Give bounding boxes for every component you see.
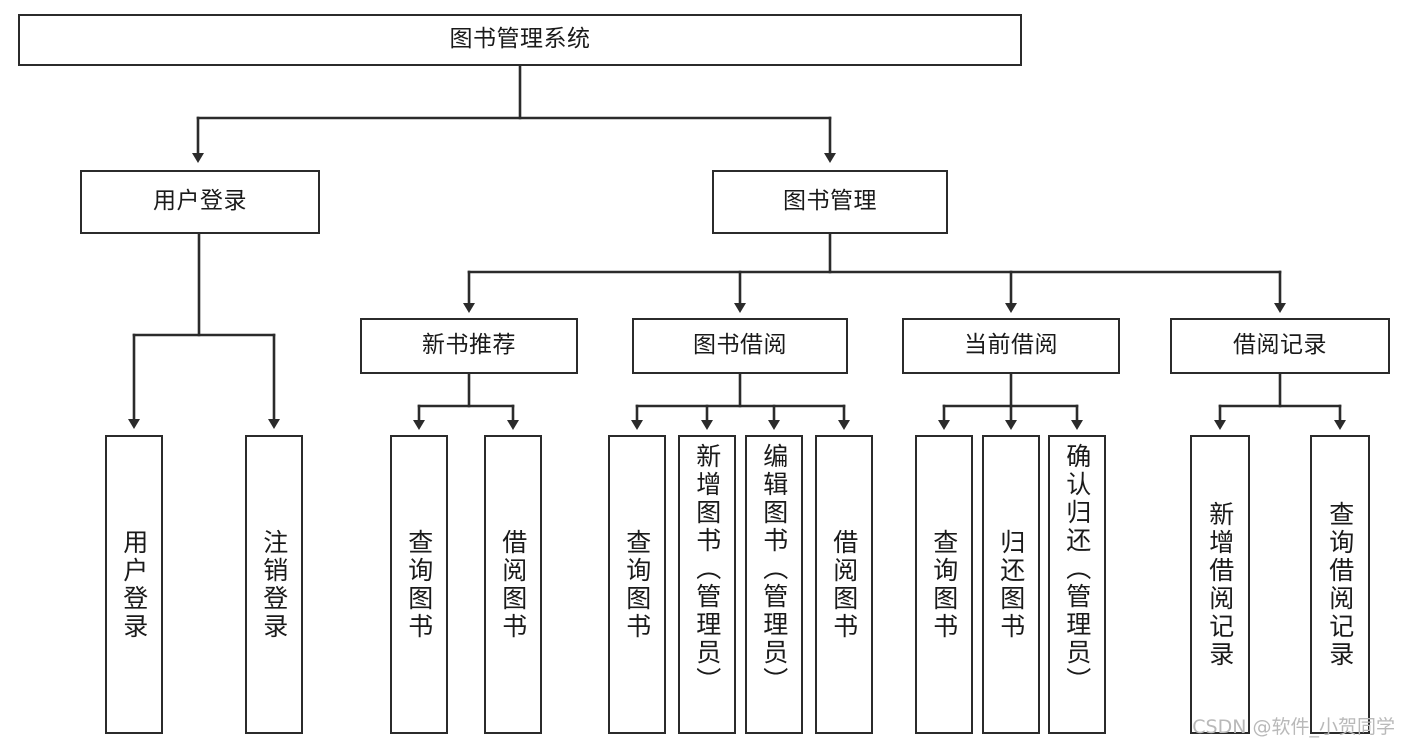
node-leaf-return-book[interactable]: 归还图书 <box>982 435 1040 734</box>
node-leaf-confirm-return-admin[interactable]: 确认归还（管理员） <box>1048 435 1106 734</box>
node-leaf-add-borrow-record-label: 新增借阅记录 <box>1205 500 1235 669</box>
node-leaf-add-book-admin[interactable]: 新增图书（管理员） <box>678 435 736 734</box>
node-borrow-records-label: 借阅记录 <box>1233 332 1327 359</box>
node-book-borrow[interactable]: 图书借阅 <box>632 318 848 374</box>
node-leaf-query-borrow-record[interactable]: 查询借阅记录 <box>1310 435 1370 734</box>
node-leaf-edit-book-admin[interactable]: 编辑图书（管理员） <box>745 435 803 734</box>
node-leaf-return-book-label: 归还图书 <box>996 528 1026 641</box>
watermark: CSDN @软件_小贺同学 <box>1192 716 1395 738</box>
node-root[interactable]: 图书管理系统 <box>18 14 1022 66</box>
node-leaf-borrow-book-recommend-label: 借阅图书 <box>498 528 528 641</box>
node-leaf-query-book-current[interactable]: 查询图书 <box>915 435 973 734</box>
node-leaf-lend-book[interactable]: 借阅图书 <box>815 435 873 734</box>
node-leaf-confirm-return-admin-label: 确认归还（管理员） <box>1062 443 1092 695</box>
node-leaf-lend-book-label: 借阅图书 <box>829 528 859 641</box>
node-book-management[interactable]: 图书管理 <box>712 170 948 234</box>
node-leaf-borrow-book-recommend[interactable]: 借阅图书 <box>484 435 542 734</box>
node-leaf-query-book-recommend-label: 查询图书 <box>404 528 434 641</box>
node-leaf-add-book-admin-label: 新增图书（管理员） <box>692 443 722 695</box>
node-current-borrow[interactable]: 当前借阅 <box>902 318 1120 374</box>
node-leaf-edit-book-admin-label: 编辑图书（管理员） <box>759 443 789 695</box>
node-leaf-logout-label: 注销登录 <box>259 528 289 641</box>
node-leaf-user-login[interactable]: 用户登录 <box>105 435 163 734</box>
node-leaf-user-login-label: 用户登录 <box>119 528 149 641</box>
node-leaf-query-book-current-label: 查询图书 <box>929 528 959 641</box>
node-current-borrow-label: 当前借阅 <box>964 332 1058 359</box>
node-new-book-recommend[interactable]: 新书推荐 <box>360 318 578 374</box>
node-borrow-records[interactable]: 借阅记录 <box>1170 318 1390 374</box>
node-book-management-label: 图书管理 <box>783 188 877 215</box>
node-leaf-query-book-borrow[interactable]: 查询图书 <box>608 435 666 734</box>
node-leaf-logout[interactable]: 注销登录 <box>245 435 303 734</box>
node-leaf-add-borrow-record[interactable]: 新增借阅记录 <box>1190 435 1250 734</box>
node-leaf-query-book-recommend[interactable]: 查询图书 <box>390 435 448 734</box>
node-user-login[interactable]: 用户登录 <box>80 170 320 234</box>
node-leaf-query-book-borrow-label: 查询图书 <box>622 528 652 641</box>
node-root-label: 图书管理系统 <box>449 26 591 53</box>
node-leaf-query-borrow-record-label: 查询借阅记录 <box>1325 500 1355 669</box>
node-new-book-recommend-label: 新书推荐 <box>422 332 516 359</box>
node-user-login-label: 用户登录 <box>153 188 247 215</box>
node-book-borrow-label: 图书借阅 <box>693 332 787 359</box>
